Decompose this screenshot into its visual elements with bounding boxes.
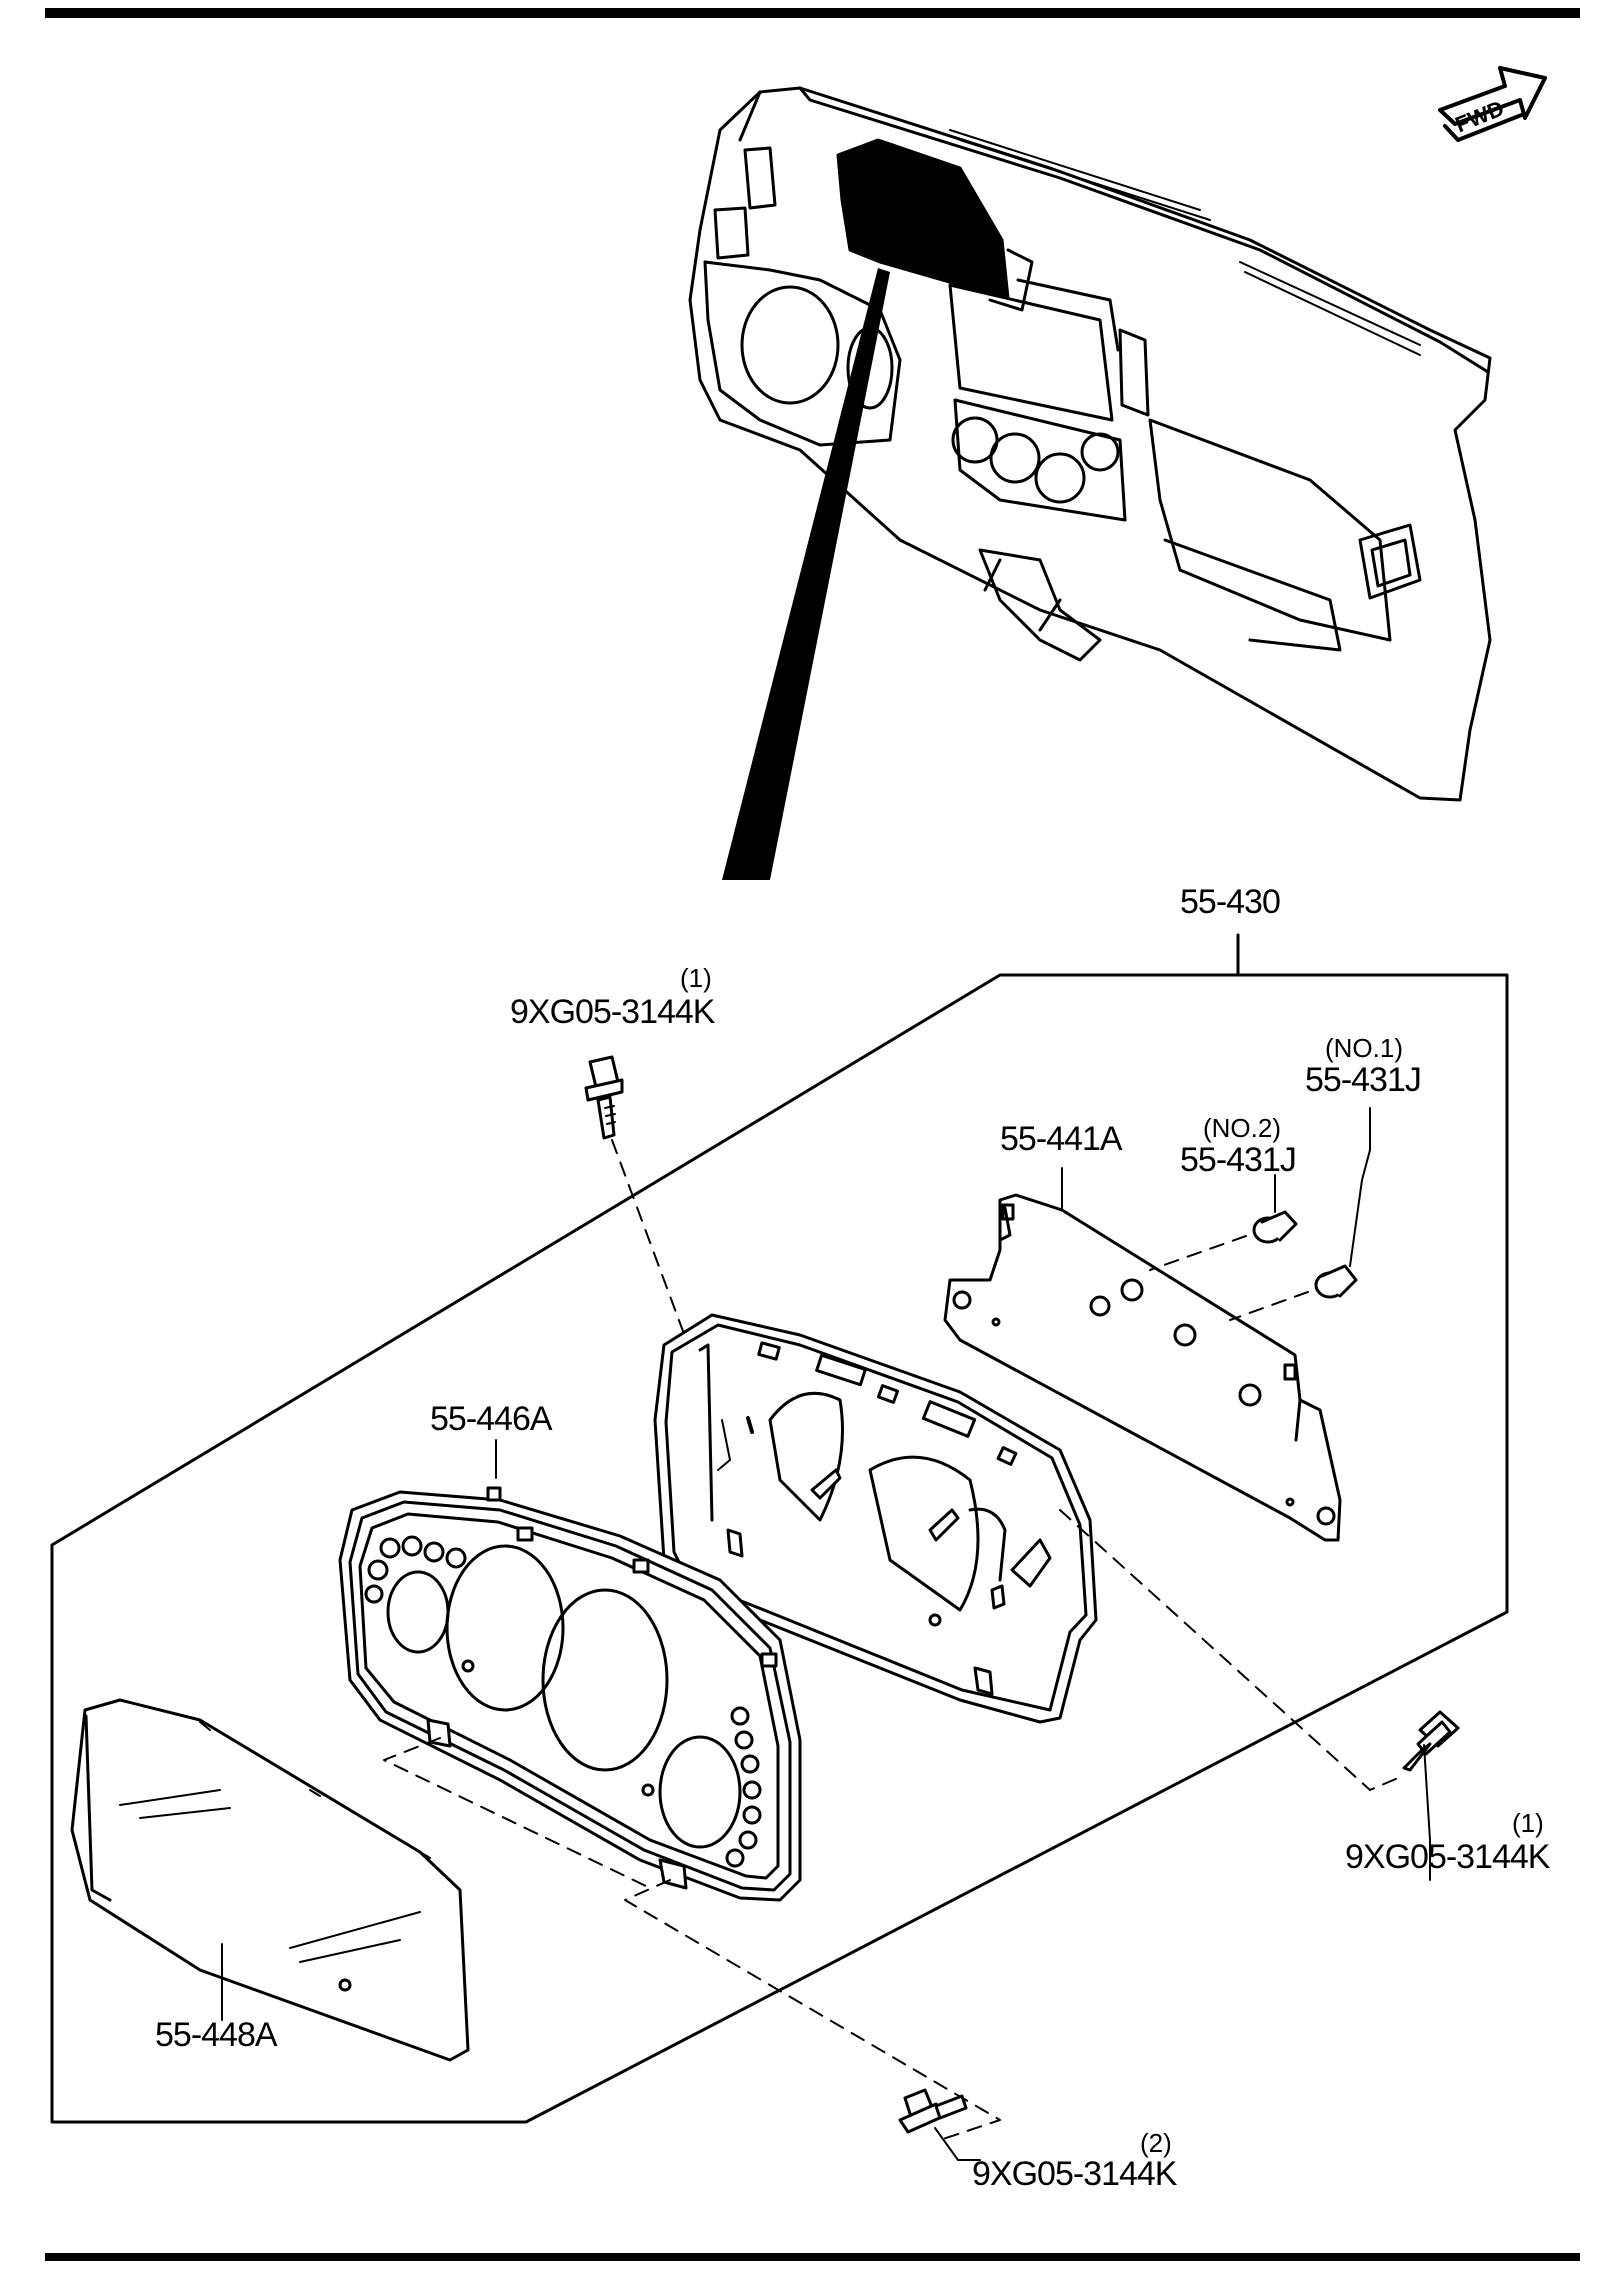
label-top-bolt-part: 9XG05-3144K — [510, 993, 715, 1031]
label-right-bolt-qty: (1) — [1512, 1808, 1544, 1838]
steering-gauge-outline — [740, 285, 840, 405]
label-bottom-bolt-qty: (2) — [1140, 2128, 1172, 2158]
fwd-arrow-icon: FWD — [1438, 66, 1547, 142]
dashboard-illustration — [688, 86, 1492, 880]
bottom-border-bar — [45, 2253, 1580, 2261]
label-top-bolt-qty: (1) — [680, 963, 712, 993]
cluster-hood-highlight — [836, 138, 1010, 300]
label-lamp-no2-pos: (NO.2) — [1203, 1113, 1281, 1143]
label-lamp-no1-pos: (NO.1) — [1325, 1033, 1403, 1063]
label-lamp-no1-part: 55-431J — [1305, 1061, 1422, 1099]
label-lamp-no2-part: 55-431J — [1180, 1141, 1297, 1179]
label-circuit: 55-441A — [1000, 1120, 1123, 1158]
label-bottom-bolt-part: 9XG05-3144K — [972, 2155, 1177, 2193]
lens-cover — [70, 1698, 470, 2062]
assembly-boundary — [50, 973, 1509, 2124]
bottom-bolt-icon — [898, 2088, 968, 2134]
pointer-wedge — [722, 268, 890, 880]
meter-case — [653, 1313, 1098, 1724]
label-lens: 55-448A — [155, 2016, 278, 2054]
circuit-board — [943, 1193, 1342, 1542]
bulb-no1-icon — [1314, 1264, 1358, 1299]
top-bolt-icon — [584, 1055, 624, 1140]
top-border-bar — [45, 8, 1580, 18]
bulb-no2-icon — [1252, 1210, 1298, 1244]
label-panel: 55-446A — [430, 1400, 553, 1438]
right-bolt-icon — [1402, 1710, 1460, 1772]
dial-panel — [338, 1486, 802, 1902]
label-assembly: 55-430 — [1180, 883, 1281, 921]
label-right-bolt-part: 9XG05-3144K — [1345, 1838, 1550, 1876]
